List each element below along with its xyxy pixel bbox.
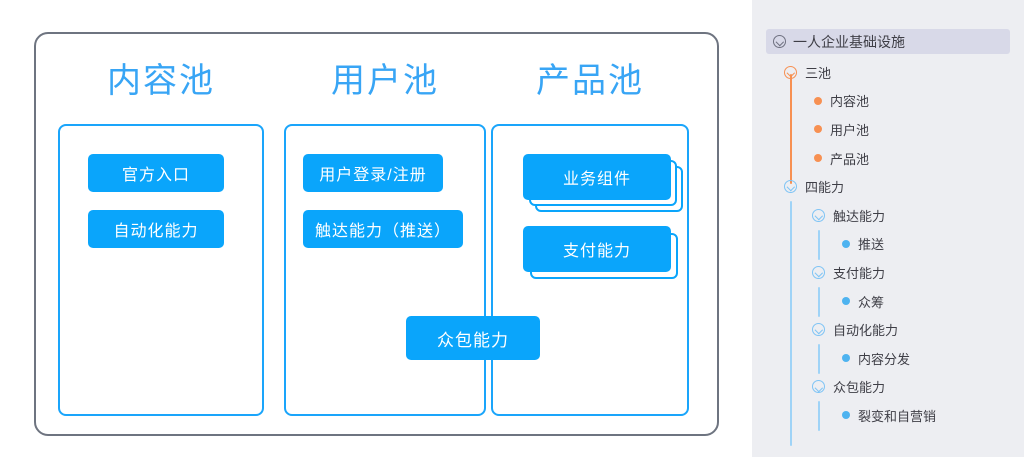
chevron-down-circle-icon[interactable] <box>784 180 797 194</box>
bullet-dot-icon <box>842 411 850 420</box>
diagram-canvas: 内容池 官方入口 自动化能力 用户池 用户登录/注册 触达能力（推送） 产品池 … <box>34 32 719 436</box>
outline-sidebar: 一人企业基础设施 三池 内容池 用户池 产品池 四能力 <box>752 0 1024 457</box>
bullet-dot-icon <box>814 154 822 163</box>
chip-stack-business-component[interactable]: 业务组件 <box>523 154 683 212</box>
tree-node-label: 推送 <box>858 237 885 253</box>
tree-node-label: 内容池 <box>830 94 870 110</box>
tree-node-crowdsourcing-capability[interactable]: 众包能力 <box>752 373 1024 402</box>
chevron-down-circle-icon[interactable] <box>812 208 825 222</box>
tree-node-crowdfunding[interactable]: 众筹 <box>752 287 1024 316</box>
rail-sub-payment <box>818 287 820 317</box>
pool-product[interactable]: 产品池 业务组件 支付能力 <box>491 32 689 436</box>
tree-node-label: 众筹 <box>858 294 885 310</box>
chip-business-component[interactable]: 业务组件 <box>523 154 671 200</box>
tree-body: 三池 内容池 用户池 产品池 四能力 触达能力 推送 支付能力 <box>752 58 1024 446</box>
tree-node-three-pools[interactable]: 三池 <box>752 58 1024 87</box>
tree-node-product-pool[interactable]: 产品池 <box>752 144 1024 173</box>
chip-user-login-register[interactable]: 用户登录/注册 <box>303 154 443 192</box>
tree-node-label: 裂变和自营销 <box>858 408 937 424</box>
tree-node-label: 众包能力 <box>833 380 886 396</box>
chevron-down-circle-icon[interactable] <box>812 265 825 279</box>
rail-sub-crowdsourcing <box>818 401 820 431</box>
pool-user[interactable]: 用户池 用户登录/注册 触达能力（推送） <box>284 32 486 436</box>
rail-branch-three-pools <box>790 74 792 184</box>
tree-node-label: 四能力 <box>805 180 845 196</box>
pool-body-user: 用户登录/注册 触达能力（推送） <box>284 124 486 416</box>
tree-node-label: 用户池 <box>830 122 870 138</box>
chip-automation-capability[interactable]: 自动化能力 <box>88 210 224 248</box>
tree-node-automation-capability[interactable]: 自动化能力 <box>752 315 1024 344</box>
chevron-down-circle-icon[interactable] <box>812 380 825 394</box>
tree-node-user-pool[interactable]: 用户池 <box>752 115 1024 144</box>
bullet-dot-icon <box>814 125 822 134</box>
chevron-down-circle-icon[interactable] <box>773 35 786 48</box>
tree-node-label: 支付能力 <box>833 265 886 281</box>
bullet-dot-icon <box>842 354 850 363</box>
pool-body-content: 官方入口 自动化能力 <box>58 124 264 416</box>
chip-official-entry[interactable]: 官方入口 <box>88 154 224 192</box>
tree-node-content-distribution[interactable]: 内容分发 <box>752 344 1024 373</box>
pool-title-content: 内容池 <box>107 62 215 100</box>
rail-sub-reach <box>818 230 820 260</box>
chevron-down-circle-icon[interactable] <box>784 65 797 79</box>
tree-node-push[interactable]: 推送 <box>752 230 1024 259</box>
chip-stack-payment-capability[interactable]: 支付能力 <box>523 226 678 279</box>
tree-node-label: 内容分发 <box>858 351 911 367</box>
rail-sub-automation <box>818 344 820 374</box>
tree-node-reach-capability[interactable]: 触达能力 <box>752 201 1024 230</box>
bullet-dot-icon <box>842 239 850 248</box>
pool-title-product: 产品池 <box>536 62 644 100</box>
tree-node-payment-capability[interactable]: 支付能力 <box>752 258 1024 287</box>
tree-node-label: 自动化能力 <box>833 323 899 339</box>
bullet-dot-icon <box>814 96 822 105</box>
pool-body-product: 业务组件 支付能力 <box>491 124 689 416</box>
pool-columns: 内容池 官方入口 自动化能力 用户池 用户登录/注册 触达能力（推送） 产品池 … <box>34 32 719 436</box>
rail-branch-four-capabilities <box>790 201 792 446</box>
pool-content[interactable]: 内容池 官方入口 自动化能力 <box>58 32 264 436</box>
tree-node-label: 三池 <box>805 65 832 81</box>
pool-title-user: 用户池 <box>331 62 439 100</box>
chip-crowdsourcing-capability[interactable]: 众包能力 <box>406 316 540 360</box>
chevron-down-circle-icon[interactable] <box>812 323 825 337</box>
tree-node-four-capabilities[interactable]: 四能力 <box>752 172 1024 201</box>
chip-reach-capability-push[interactable]: 触达能力（推送） <box>303 210 463 248</box>
tree-node-fission-self-marketing[interactable]: 裂变和自营销 <box>752 401 1024 430</box>
tree-root-label: 一人企业基础设施 <box>793 33 905 50</box>
tree-node-content-pool[interactable]: 内容池 <box>752 87 1024 116</box>
chip-payment-capability[interactable]: 支付能力 <box>523 226 671 272</box>
tree-root-header[interactable]: 一人企业基础设施 <box>766 29 1010 54</box>
tree-node-label: 产品池 <box>830 151 870 167</box>
bullet-dot-icon <box>842 297 850 306</box>
tree-node-label: 触达能力 <box>833 208 886 224</box>
